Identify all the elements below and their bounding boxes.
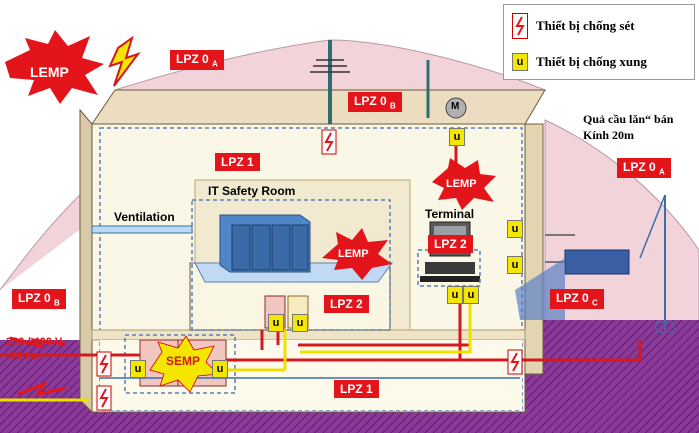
surge-protector-icon: u [447, 286, 463, 304]
surge-protector-icon: u [449, 128, 465, 146]
power-surge-bolt-1 [9, 336, 67, 349]
ground-right [530, 320, 699, 433]
building-right-wall [524, 123, 544, 375]
lemp-label-sky: LEMP [30, 64, 69, 80]
zone-label-lpz1-lower: LPZ 1 [334, 380, 379, 398]
zone-label-lpz2-terminal: LPZ 2 [428, 235, 473, 253]
building-roof [91, 89, 546, 125]
zone-label-lpz1-upper: LPZ 1 [215, 153, 260, 171]
surge-protector-icon: u [268, 314, 284, 332]
surge-protector-icon: u [507, 220, 523, 238]
surge-protector-icon: u [292, 314, 308, 332]
lemp-burst-sky [5, 30, 104, 104]
power-surge-bolt-2 [17, 381, 67, 397]
surge-protector-icon: u [463, 286, 479, 304]
it-safety-room-label: IT Safety Room [208, 184, 296, 198]
rolling-sphere-label-line2: Kính 20m [583, 128, 635, 142]
lemp-burst-terminal [432, 158, 496, 210]
legend-item-lightning-arrester: Thiết bị chống sét [512, 13, 635, 39]
legend-box: Thiết bị chống sét u Thiết bị chống xung [503, 4, 695, 80]
lightning-arrester-icon [512, 13, 528, 39]
zone-label-lpz0c-right: LPZ 0 C [550, 289, 604, 310]
power-label-line1: 230 / 400 V, [6, 336, 65, 348]
external-pole-structure [515, 194, 675, 333]
surge-protector-icon: u [507, 256, 523, 274]
zone-label-lpz0a-right: LPZ 0 A [617, 158, 671, 179]
lemp-label-server: LEMP [338, 248, 369, 260]
zone-label-lpz0b-roof: LPZ 0 B [348, 92, 402, 113]
semp-label: SEMP [166, 354, 201, 368]
zone-label-lpz0a-top: LPZ 0 A [170, 50, 224, 71]
motor-label: M [451, 101, 460, 112]
arrester-bolts [99, 132, 520, 408]
ventilation-duct [91, 225, 193, 234]
surge-protector-icon: u [130, 360, 146, 378]
air-termination-mast [310, 40, 350, 124]
data-cables-yellow [0, 292, 472, 402]
lemp-burst-server [322, 228, 392, 280]
arrester-icons [96, 129, 523, 411]
terminal-label: Terminal [425, 207, 475, 221]
legend-item-surge-protector: u Thiết bị chống xung [512, 53, 647, 71]
lightning-bolt [108, 35, 141, 87]
surge-protector-icon: u [512, 53, 528, 71]
rolling-sphere-label-line1: Quả cầu lăn“ bán [583, 112, 674, 126]
legend-lightning-arrester-label: Thiết bị chống sét [536, 18, 635, 33]
server-racks [219, 214, 311, 273]
power-label-line2: 50 Hz [10, 350, 39, 362]
motor-icon [445, 97, 467, 119]
zone-label-lpz2-room: LPZ 2 [324, 295, 369, 313]
surge-protector-icon: u [212, 360, 228, 378]
legend-surge-protector-label: Thiết bị chống xung [536, 54, 647, 69]
lemp-label-terminal: LEMP [446, 178, 477, 190]
ventilation-label: Ventilation [114, 210, 175, 224]
zone-label-lpz0b-left: LPZ 0 B [12, 289, 66, 310]
building-left-wall [79, 108, 93, 414]
semp-burst [149, 335, 219, 393]
